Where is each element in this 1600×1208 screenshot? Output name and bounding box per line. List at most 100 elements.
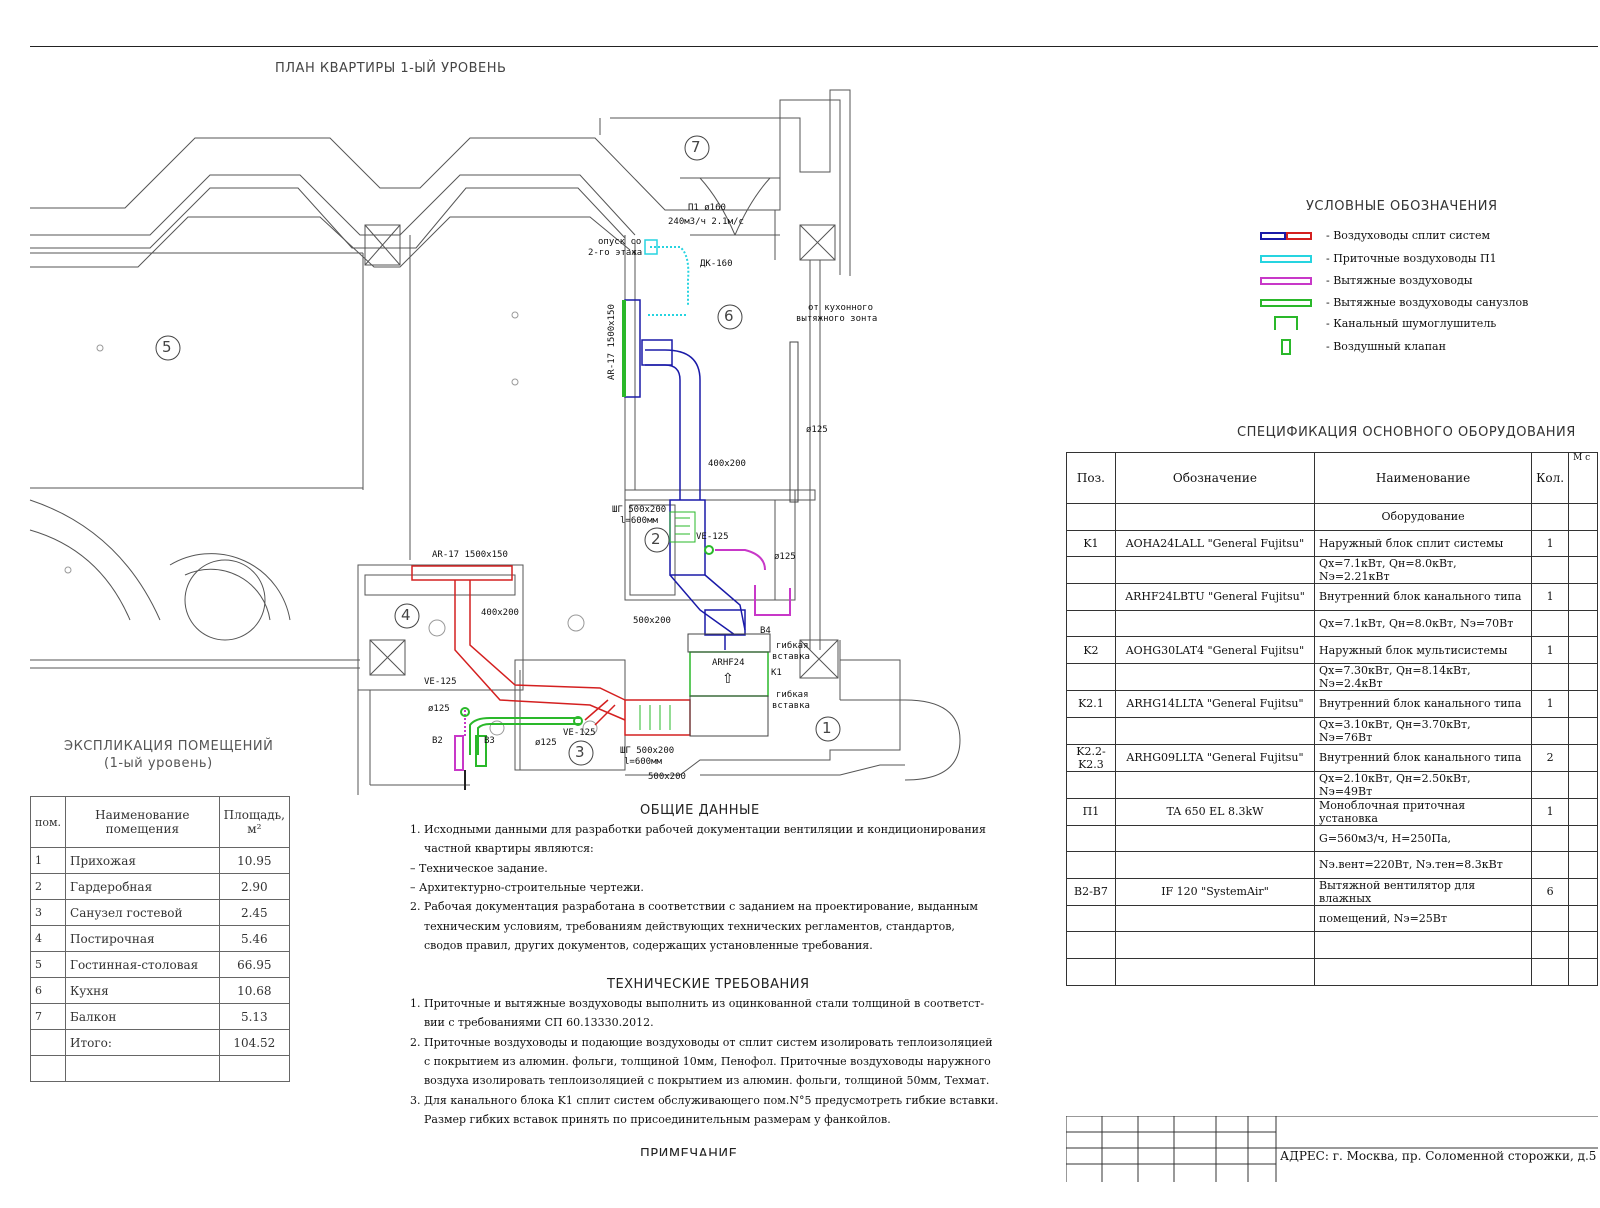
frame-top-line bbox=[30, 46, 1598, 47]
explication-cell-area bbox=[218, 1055, 291, 1082]
spec-cell-pos bbox=[1066, 931, 1116, 959]
explication-cell-area: 10.68 bbox=[218, 977, 291, 1004]
explication-cell-area: 2.90 bbox=[218, 873, 291, 900]
spec-title: СПЕЦИФИКАЦИЯ ОСНОВНОГО ОБОРУДОВАНИЯ bbox=[1237, 425, 1576, 440]
explication-cell-name: Гостинная-столовая bbox=[65, 951, 220, 978]
explication-cell-name: Прихожая bbox=[65, 847, 220, 874]
spec-cell-designation: ARHF24LBTU "General Fujitsu" bbox=[1114, 583, 1316, 611]
spec-row: Qx=7.1кВт, Qн=8.0кВт, Nэ=2.21кВт bbox=[1066, 556, 1598, 585]
spec-cell-name: Внутренний блок канального типа bbox=[1314, 689, 1533, 718]
spec-cell-qty: 2 bbox=[1531, 743, 1570, 772]
spec-cell-mass bbox=[1568, 797, 1598, 826]
tech-note-line: воздуха изолировать теплоизоляцией с пок… bbox=[410, 1074, 990, 1088]
general-note-line: техническим условиям, требованиям действ… bbox=[410, 919, 955, 933]
spec-cell-mass bbox=[1568, 689, 1598, 718]
spec-cell-name: Qx=2.10кВт, Qн=2.50кВт, Nэ=49Вт bbox=[1314, 770, 1533, 799]
shg-label-a-2: l=600мм bbox=[620, 516, 658, 526]
explication-header-num: пом. bbox=[29, 796, 67, 848]
explication-cell-name: Постирочная bbox=[65, 925, 220, 952]
flex-insert-label-1b: вставка bbox=[772, 652, 810, 662]
spec-cell-designation: ARHG14LLTA "General Fujitsu" bbox=[1114, 689, 1316, 718]
spec-cell-name: Моноблочная приточная установка bbox=[1314, 797, 1533, 826]
spec-cell-designation bbox=[1114, 556, 1316, 585]
explication-cell-num: 6 bbox=[29, 977, 67, 1004]
spec-cell-mass bbox=[1568, 743, 1598, 772]
fan-b2-label: B2 bbox=[432, 736, 443, 746]
room-number-2: 2 bbox=[651, 530, 661, 548]
spec-cell-name: Qx=3.10кВт, Qн=3.70кВт, Nэ=76Вт bbox=[1314, 716, 1533, 745]
spec-cell-mass bbox=[1568, 662, 1598, 691]
spec-row: помещений, Nэ=25Вт bbox=[1066, 904, 1598, 933]
bathroom-exhaust-duct-icon bbox=[1260, 298, 1312, 307]
spec-cell-name: помещений, Nэ=25Вт bbox=[1314, 904, 1533, 933]
kitchen-hood-label-2: вытяжного зонта bbox=[796, 314, 878, 324]
explication-table: пом. Наименование помещения Площадь, м² … bbox=[29, 796, 291, 1082]
shg-label-b-2: l=600мм bbox=[624, 757, 662, 767]
spec-row: ARHF24LBTU "General Fujitsu"Внутренний б… bbox=[1066, 583, 1598, 611]
ve125-label-b: VE-125 bbox=[424, 677, 457, 687]
general-note-line: – Архитектурно-строительные чертежи. bbox=[410, 880, 644, 894]
spec-row bbox=[1066, 957, 1598, 986]
spec-cell-pos bbox=[1066, 851, 1116, 879]
legend-item-bathroom-exhaust: - Вытяжные воздуховоды санузлов bbox=[1260, 296, 1528, 309]
spec-row: Qx=7.30кВт, Qн=8.14кВт, Nэ=2.4кВт bbox=[1066, 662, 1598, 691]
spec-cell-pos: П1 bbox=[1066, 797, 1116, 826]
explication-cell-num: 5 bbox=[29, 951, 67, 978]
spec-header-qty: Кол. bbox=[1531, 452, 1570, 504]
spec-cell-pos: B2-B7 bbox=[1066, 877, 1116, 906]
spec-row: G=560м3/ч, H=250Па, bbox=[1066, 824, 1598, 853]
spec-cell-qty bbox=[1531, 770, 1570, 799]
tech-title: ТЕХНИЧЕСКИЕ ТРЕБОВАНИЯ bbox=[607, 977, 810, 992]
explication-cell-name: Санузел гостевой bbox=[65, 899, 220, 926]
spec-cell-qty: 1 bbox=[1531, 636, 1570, 664]
note-title: ПРИМЕЧАНИЕ bbox=[640, 1148, 738, 1156]
explication-row: Итого:104.52 bbox=[29, 1029, 291, 1056]
spec-cell-designation bbox=[1114, 609, 1316, 638]
legend-item-exhaust: - Вытяжные воздуховоды bbox=[1260, 274, 1473, 287]
spec-cell-pos bbox=[1066, 824, 1116, 853]
spec-header-mass: М с bbox=[1568, 452, 1598, 504]
spec-cell-pos: K2.1 bbox=[1066, 689, 1116, 718]
opusk-label-1: опуск со bbox=[598, 237, 642, 247]
legend-title: УСЛОВНЫЕ ОБОЗНАЧЕНИЯ bbox=[1306, 199, 1498, 214]
spec-cell-pos: K1 bbox=[1066, 529, 1116, 558]
spec-row: Qx=3.10кВт, Qн=3.70кВт, Nэ=76Вт bbox=[1066, 716, 1598, 745]
spec-header-designation: Обозначение bbox=[1114, 452, 1316, 504]
explication-header-name: Наименование помещения bbox=[65, 796, 220, 848]
spec-cell-designation: ARHG09LLTA "General Fujitsu" bbox=[1114, 743, 1316, 772]
spec-cell-designation: TA 650 EL 8.3kW bbox=[1114, 797, 1316, 826]
legend-item-air-valve: - Воздушный клапан bbox=[1260, 339, 1446, 355]
explication-cell-name bbox=[65, 1055, 220, 1082]
spec-cell-qty: 1 bbox=[1531, 583, 1570, 611]
room-number-5: 5 bbox=[162, 338, 172, 356]
d500-label-a: 500x200 bbox=[633, 616, 671, 626]
stamp-address: АДРЕС: г. Москва, пр. Соломенной сторожк… bbox=[1280, 1149, 1597, 1163]
spec-cell-pos bbox=[1066, 957, 1116, 986]
d400-label-a: 400x200 bbox=[708, 459, 746, 469]
spec-cell-mass bbox=[1568, 824, 1598, 853]
spec-cell-designation bbox=[1114, 662, 1316, 691]
explication-cell-num bbox=[29, 1055, 67, 1082]
title-block-grid bbox=[1066, 1116, 1598, 1182]
spec-cell-designation bbox=[1114, 770, 1316, 799]
spec-cell-name: Вытяжной вентилятор для влажных bbox=[1314, 877, 1533, 906]
explication-cell-area: 5.13 bbox=[218, 1003, 291, 1030]
tech-note-line: 1. Приточные и вытяжные воздуховоды выпо… bbox=[410, 997, 985, 1010]
spec-cell-qty bbox=[1531, 957, 1570, 986]
spec-cell-designation: AOHA24LALL "General Fujitsu" bbox=[1114, 529, 1316, 558]
room-number-3: 3 bbox=[575, 743, 585, 761]
floor-plan-drawing bbox=[29, 89, 961, 795]
legend-item-supply: - Приточные воздуховоды П1 bbox=[1260, 252, 1497, 265]
explication-cell-area: 2.45 bbox=[218, 899, 291, 926]
spec-row: Nэ.вент=220Вт, Nэ.тен=8.3кВт bbox=[1066, 851, 1598, 879]
spec-cell-name: G=560м3/ч, H=250Па, bbox=[1314, 824, 1533, 853]
tech-note-line: вии с требованиями СП 60.13330.2012. bbox=[410, 1016, 654, 1030]
general-note-line: 1. Исходными данными для разработки рабо… bbox=[410, 823, 986, 836]
spec-cell-pos bbox=[1066, 662, 1116, 691]
spec-section-label: Оборудование bbox=[1314, 503, 1533, 531]
dk160-label: ДК-160 bbox=[700, 259, 733, 269]
spec-cell-qty bbox=[1531, 662, 1570, 691]
